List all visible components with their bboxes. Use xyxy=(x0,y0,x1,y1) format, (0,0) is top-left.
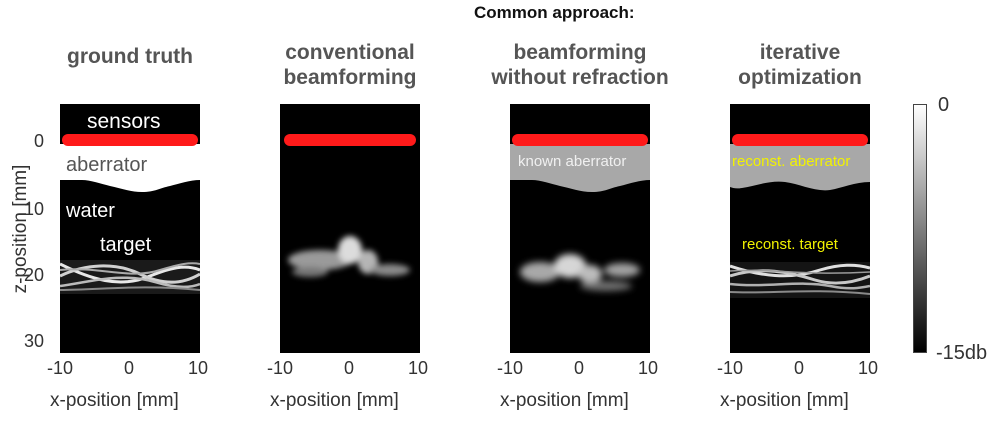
y-tick-30: 30 xyxy=(24,331,45,351)
x-tick-10: 10 xyxy=(858,358,879,378)
y-tick-10: 10 xyxy=(24,199,45,219)
colorbar-bottom-label: -15db xyxy=(936,342,988,364)
y-tick-20: 20 xyxy=(24,265,45,285)
panel-title-iterative: iterative optimization xyxy=(710,40,890,90)
panel-title-line1: beamforming xyxy=(513,41,647,64)
panel-title-conventional: conventional beamforming xyxy=(260,40,440,90)
x-axis-label: x-position [mm] xyxy=(720,390,849,411)
target-label: target xyxy=(100,234,152,256)
x-tick-0: 0 xyxy=(794,358,805,378)
x-tick-neg10: -10 xyxy=(497,358,524,378)
x-tick-10: 10 xyxy=(408,358,429,378)
panel-ground-truth: sensors aberrator water target xyxy=(60,104,200,353)
panel-title-ground-truth: ground truth xyxy=(40,44,220,69)
panel-title-line2: beamforming xyxy=(283,66,417,89)
panel-iterative: reconst. aberrator reconst. target xyxy=(730,104,870,353)
panel-title-line2: without refraction xyxy=(491,66,669,89)
colorbar-top-label: 0 xyxy=(938,94,950,116)
colorbar xyxy=(913,104,927,353)
without-refraction-image xyxy=(510,134,650,291)
x-tick-0: 0 xyxy=(124,358,135,378)
x-tick-neg10: -10 xyxy=(717,358,744,378)
common-approach-title: Common approach: xyxy=(474,3,635,22)
water-label: water xyxy=(66,200,115,222)
panel-title-line1: iterative xyxy=(759,41,841,64)
panel-conventional xyxy=(280,104,420,353)
reconst-target-label: reconst. target xyxy=(742,236,838,253)
aberrator-label: aberrator xyxy=(66,154,148,176)
panel-title-without-refraction: beamforming without refraction xyxy=(470,40,690,90)
known-aberrator-label: known aberrator xyxy=(518,153,627,170)
conventional-image xyxy=(284,134,416,277)
x-tick-10: 10 xyxy=(188,358,209,378)
panel-title-line2: optimization xyxy=(738,66,862,89)
panel-title-line1: conventional xyxy=(285,41,415,64)
sensors-label: sensors xyxy=(87,110,161,133)
x-tick-neg10: -10 xyxy=(47,358,74,378)
ground-truth-image xyxy=(60,134,200,294)
x-tick-0: 0 xyxy=(574,358,585,378)
x-tick-neg10: -10 xyxy=(267,358,294,378)
x-tick-0: 0 xyxy=(344,358,355,378)
reconst-aberrator-label: reconst. aberrator xyxy=(732,153,851,170)
y-tick-0: 0 xyxy=(34,131,45,151)
iterative-image xyxy=(730,134,870,298)
x-axis-label: x-position [mm] xyxy=(270,390,399,411)
x-axis-label: x-position [mm] xyxy=(50,390,179,411)
panel-without-refraction: known aberrator xyxy=(510,104,650,353)
x-tick-10: 10 xyxy=(638,358,659,378)
panel-title-line2: ground truth xyxy=(67,45,193,68)
x-axis-label: x-position [mm] xyxy=(500,390,629,411)
